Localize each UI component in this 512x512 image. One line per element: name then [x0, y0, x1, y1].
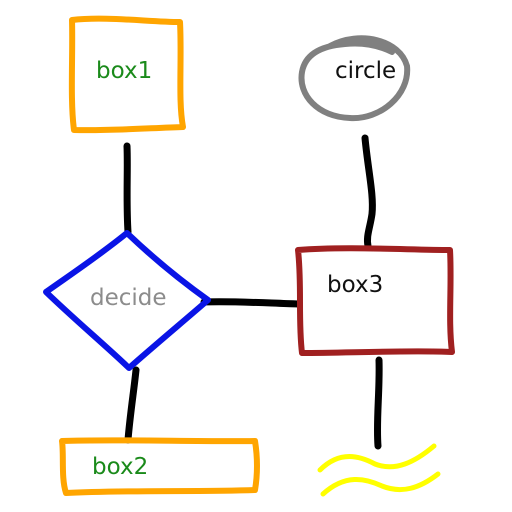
decide-diamond-shape[interactable] [43, 230, 211, 371]
connector-box3-to-squiggle [373, 356, 383, 450]
circle-label: circle [335, 58, 397, 84]
circle-shape[interactable] [298, 35, 411, 122]
box2-label: box2 [92, 454, 149, 480]
connector-decide-to-box3 [200, 298, 302, 308]
box3-label: box3 [327, 272, 384, 298]
connector-decide-to-box2 [124, 366, 140, 444]
box1-shape[interactable] [68, 15, 186, 134]
box2-shape[interactable] [59, 437, 260, 496]
connector-box1-to-decide [123, 142, 132, 236]
box3-shape[interactable] [295, 245, 455, 356]
squiggle-wave-top [317, 443, 437, 473]
squiggle-wave-bottom [320, 471, 441, 497]
box1-label: box1 [96, 58, 153, 84]
decide-label: decide [90, 285, 167, 311]
connector-circle-to-box3 [361, 134, 376, 250]
